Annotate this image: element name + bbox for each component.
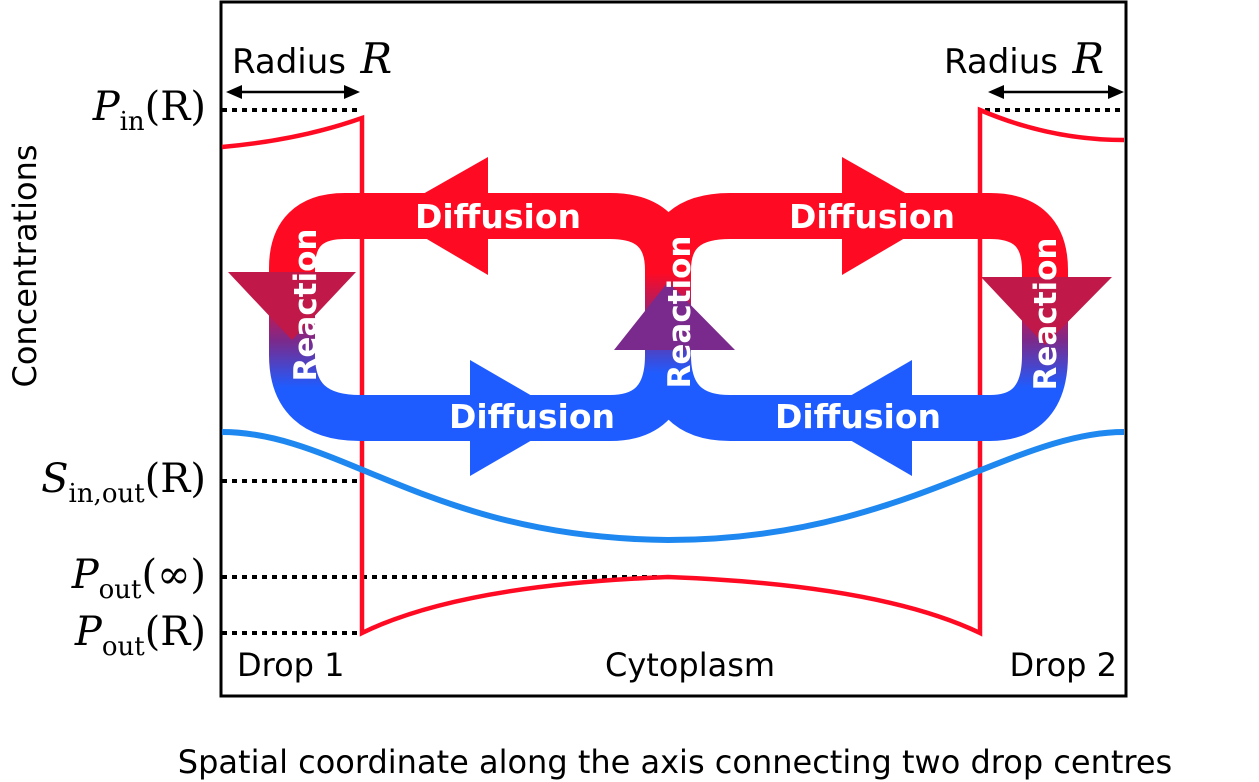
radius-label-right: Radius R — [944, 34, 1104, 83]
right-cycle-band — [860, 193, 1068, 441]
reaction-label-right: Reaction — [1028, 237, 1064, 390]
diffusion-label-top-right: Diffusion — [789, 197, 955, 236]
reaction-arrowhead-left — [228, 272, 356, 340]
diffusion-label-bottom-right: Diffusion — [775, 397, 941, 436]
diffusion-arrowhead-bottom-right — [812, 360, 912, 476]
radius-arrow-right — [988, 85, 1124, 99]
diffusion-arrowhead-top-right — [842, 157, 944, 275]
plot-frame — [219, 0, 1128, 698]
product-concentration-curve — [221, 106, 1125, 637]
drop-2-label: Drop 2 — [1009, 646, 1117, 684]
diffusion-arrowhead-bottom-left — [470, 360, 570, 476]
left-cycle-band — [269, 193, 475, 441]
reaction-arrowhead-middle — [614, 282, 735, 350]
diffusion-label-bottom-left: Diffusion — [449, 397, 615, 436]
drop-1-label: Drop 1 — [237, 646, 345, 684]
reaction-arrowhead-right — [981, 277, 1112, 345]
s-in-out-r-label: Sin,out(R) — [41, 456, 206, 509]
diffusion-arrowhead-top-left — [386, 157, 488, 275]
radius-label-left: Radius R — [232, 34, 392, 83]
reaction-label-middle: Reaction — [662, 235, 698, 388]
p-out-inf-label: Pout(∞) — [71, 552, 206, 605]
x-axis-label: Spatial coordinate along the axis connec… — [178, 743, 1172, 781]
reaction-label-left: Reaction — [288, 228, 324, 381]
cytoplasm-label: Cytoplasm — [605, 646, 775, 684]
radius-arrow-left — [226, 85, 360, 99]
p-in-r-label: Pin(R) — [92, 84, 206, 137]
diffusion-label-top-left: Diffusion — [415, 197, 581, 236]
substrate-concentration-curve — [221, 429, 1125, 544]
reaction-diffusion-cycles: Diffusion Diffusion Diffusion Diffusion … — [228, 157, 1112, 476]
y-axis-label: Concentrations — [6, 144, 44, 387]
p-out-r-label: Pout(R) — [74, 609, 206, 662]
